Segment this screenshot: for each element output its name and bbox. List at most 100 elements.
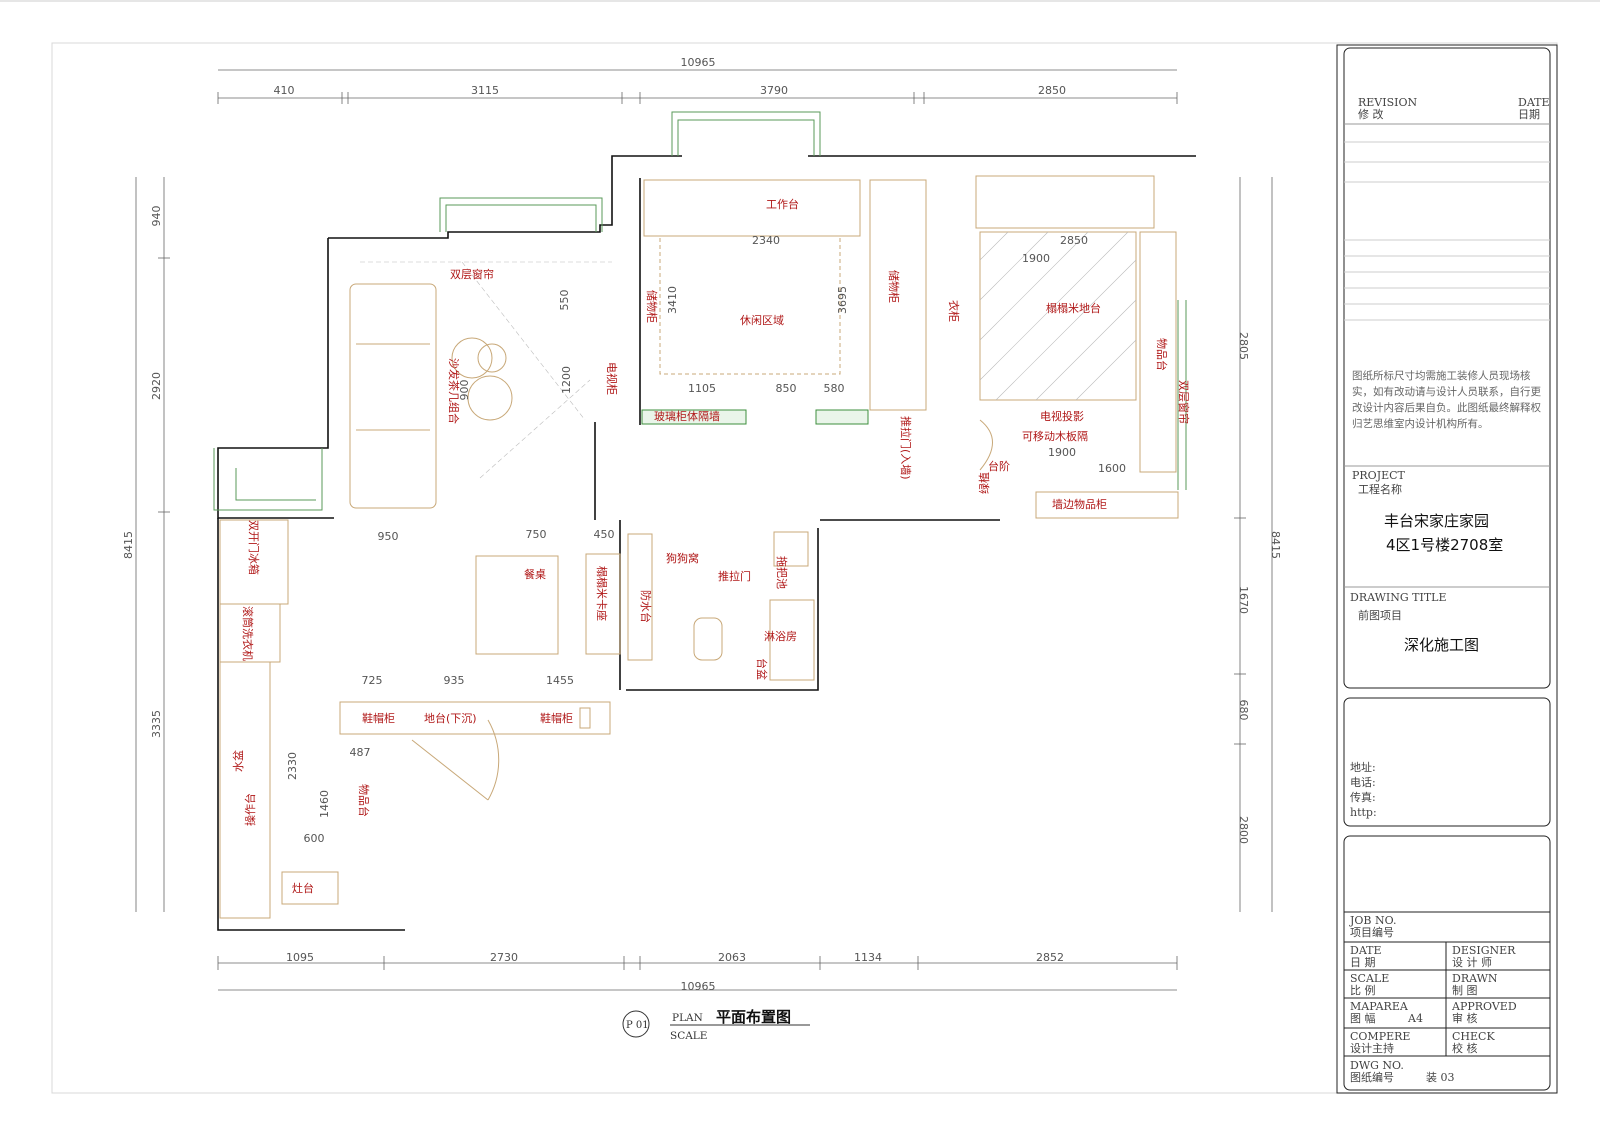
dim-right-total: 8415 [1269,531,1282,559]
title-block-frame [1336,44,1558,1094]
plan-code: P 01 [626,1020,649,1031]
room-leisure-area: 休闲区域 [740,313,784,327]
room-tatami-seat: 榻榻米卡座 [595,566,609,621]
room-double-curtain-1: 双层窗帘 [450,267,494,281]
dim-top-2: 3790 [760,84,788,97]
revision-en: REVISION [1358,96,1418,109]
disclaimer-note: 图纸所标尺寸均需施工装修人员现场核实，如有改动请与设计人员联系，自行更改设计内容… [1352,370,1541,430]
room-waterproof: 防水台 [639,590,653,623]
dim-d600: 600 [304,832,325,845]
drawing-title-en: DRAWING TITLE [1350,591,1447,604]
dwg-no-cn: 图纸编号 [1350,1071,1394,1084]
dim-left-2: 3335 [150,710,163,738]
window-frames [213,111,1187,511]
scale-cn: 比 例 [1350,984,1376,997]
designer-en: DESIGNER [1452,944,1516,957]
dim-right-1: 1670 [1237,586,1250,614]
room-double-curtain-2: 双层窗帘 [1177,380,1191,424]
date-cn: 日期 [1518,108,1540,121]
room-tv-cab: 电视柜 [605,362,619,395]
dim-right-3: 2800 [1237,816,1250,844]
room-items-shelf: 物品台 [1155,338,1169,371]
maparea-value: A4 [1408,1012,1423,1025]
job-no-en: JOB NO. [1350,914,1397,927]
dim-d3410: 3410 [666,286,679,314]
drawn-en: DRAWN [1452,972,1498,985]
dim-d2340: 2340 [752,234,780,247]
plan-label-en: PLAN [672,1012,703,1024]
project-en: PROJECT [1352,469,1405,482]
room-sliding-door-in: 推拉门(入墙) [899,416,913,480]
dim-d2330: 2330 [286,752,299,780]
room-storage-cab-1: 储物柜 [645,290,659,323]
dim-d3695: 3695 [836,286,849,314]
dim-bottom-2: 2063 [718,951,746,964]
phone-label: 电话: [1350,776,1376,789]
dim-left-0: 940 [150,206,163,227]
sheet-border [51,42,1558,1094]
room-sliding-door: 推拉门 [718,569,751,583]
room-dining-table: 餐桌 [524,567,546,581]
dim-d1900b: 1900 [1048,446,1076,459]
designer-cn: 设 计 师 [1452,956,1492,969]
project-name-line2: 4区1号楼2708室 [1386,536,1504,554]
room-toilet-sink: 台盆 [755,658,769,680]
room-mop-pool: 拖把池 [775,556,789,589]
room-glass-partition: 玻璃柜体隔墙 [654,409,720,423]
dim-top-1: 3115 [471,84,499,97]
furniture [219,175,1179,919]
room-sofa-tea: 沙发茶几组合 [447,358,461,424]
glass-strips [641,409,869,425]
dim-d1900: 1900 [1022,252,1050,265]
dim-d725: 725 [362,674,383,687]
scale-en: SCALE [1350,972,1390,985]
fax-label: 传真: [1350,791,1376,804]
date2-cn: 日 期 [1350,956,1376,969]
drawing-name: 深化施工图 [1404,636,1480,654]
dim-d1455: 1455 [546,674,574,687]
room-plant: 绿植 [977,472,991,494]
room-movable-wood: 可移动木板隔 [1022,429,1088,443]
dim-d450: 450 [594,528,615,541]
dim-d580: 580 [824,382,845,395]
dim-top-3: 2850 [1038,84,1066,97]
room-workbench: 工作台 [766,197,799,211]
job-no-cn: 项目编号 [1350,926,1394,939]
project-name-line1: 丰台宋家庄家园 [1384,512,1490,530]
revision-cn: 修 改 [1358,108,1384,121]
room-wardrobe: 衣柜 [947,300,961,322]
room-counter: 操作台 [243,793,257,826]
dim-left-total: 8415 [122,531,135,559]
room-shower: 淋浴房 [764,630,797,643]
compere-en: COMPERE [1350,1030,1411,1043]
room-wall-storage: 墙边物品柜 [1052,497,1107,511]
dim-d1600: 1600 [1098,462,1126,475]
dim-top-0: 410 [274,84,295,97]
room-double-door-fridge: 双开门冰箱 [247,520,261,575]
dim-right-2: 680 [1237,700,1250,721]
dim-d750: 750 [526,528,547,541]
check-cn: 校 核 [1452,1042,1478,1055]
plan-title: 平面布置图 [716,1008,792,1026]
dim-bottom-4: 2852 [1036,951,1064,964]
room-dog-den: 狗狗窝 [666,551,699,565]
approved-cn: 审 核 [1452,1012,1478,1025]
scale-label-en: SCALE [670,1030,708,1042]
room-shoe-cab-1: 鞋帽柜 [362,711,395,725]
dwg-no-value: 装 03 [1426,1071,1455,1084]
dim-d2850: 2850 [1060,234,1088,247]
room-storage-cab-2: 储物柜 [887,270,901,303]
dim-left-1: 2920 [150,372,163,400]
dim-bottom-total: 10965 [681,980,716,993]
address-label: 地址: [1350,761,1376,774]
dwg-no-en: DWG NO. [1350,1059,1404,1072]
dim-d900: 900 [458,380,471,401]
room-tv-projection: 电视投影 [1040,409,1084,423]
room-tatami: 榻榻米地台 [1046,301,1101,315]
date-en: DATE [1518,96,1550,109]
dim-bottom-0: 1095 [286,951,314,964]
dim-right-0: 2805 [1237,332,1250,360]
drawing-title-cn: 前图项目 [1358,609,1402,622]
